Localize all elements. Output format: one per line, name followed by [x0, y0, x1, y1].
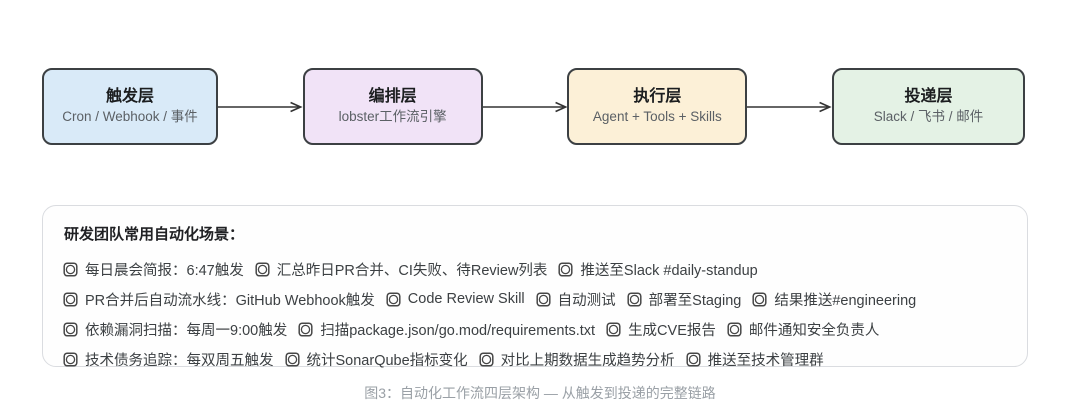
scenario-segment: 结果推送#engineering	[774, 292, 917, 309]
layer-title: 触发层	[105, 88, 154, 106]
bullet-box-circle-icon	[386, 291, 401, 307]
bullet-box-circle-icon	[63, 261, 78, 277]
scenario-segment: PR合并后自动流水线：GitHub Webhook触发	[85, 292, 375, 309]
scenario-segment: 统计SonarQube指标变化	[306, 352, 468, 369]
bullet-box-circle-icon	[752, 291, 767, 307]
right-arrow-icon	[218, 101, 303, 112]
scenario-segment: 扫描package.json/go.mod/requirements.txt	[320, 322, 596, 339]
architecture-flow: 触发层 Cron / Webhook / 事件 编排层 lobster工作流引擎…	[42, 68, 1026, 145]
layer-title: 投递层	[904, 88, 953, 106]
layer-subtitle: lobster工作流引擎	[338, 109, 447, 125]
flow-arrow	[482, 68, 568, 145]
right-arrow-icon	[482, 101, 568, 112]
scenario-panel: 研发团队常用自动化场景： 每日晨会简报：6:47触发 汇总昨日PR合并、CI失败、…	[42, 205, 1028, 369]
scenario-segment: 对比上期数据生成趋势分析	[500, 352, 675, 369]
scenario-segment: 自动测试	[557, 292, 616, 309]
bullet-box-circle-icon	[479, 351, 494, 367]
bullet-box-circle-icon	[558, 261, 573, 277]
scenario-segment: 每日晨会简报：6:47触发	[85, 262, 244, 279]
layer-box-trigger: 触发层 Cron / Webhook / 事件	[42, 68, 218, 145]
bullet-box-circle-icon	[63, 291, 78, 307]
scenario-segment: 汇总昨日PR合并、CI失败、待Review列表	[276, 262, 548, 279]
layer-box-delivery: 投递层 Slack / 飞书 / 邮件	[832, 68, 1026, 145]
scenario-segment: 邮件通知安全负责人	[748, 322, 880, 339]
scenario-row: 技术债务追踪：每双周五触发 统计SonarQube指标变化 对比上期数据生成趋势分析…	[63, 344, 1007, 374]
bullet-box-circle-icon	[284, 351, 300, 367]
bullet-box-circle-icon	[536, 291, 551, 307]
bullet-box-circle-icon	[63, 321, 78, 337]
scenario-row: 每日晨会简报：6:47触发 汇总昨日PR合并、CI失败、待Review列表 推送至S…	[63, 254, 1007, 284]
flow-arrow	[747, 68, 832, 145]
scenario-segment: 推送至Slack #daily-standup	[580, 262, 758, 279]
scenario-row-list: 每日晨会简报：6:47触发 汇总昨日PR合并、CI失败、待Review列表 推送至S…	[63, 254, 1007, 374]
bullet-box-circle-icon	[606, 321, 621, 337]
layer-title: 执行层	[633, 88, 682, 106]
scenario-segment: 生成CVE报告	[628, 322, 716, 339]
scenario-segment: Code Review Skill	[407, 291, 525, 307]
bullet-box-circle-icon	[627, 291, 642, 307]
scenario-segment: 技术债务追踪：每双周五触发	[85, 352, 274, 369]
layer-subtitle: Cron / Webhook / 事件	[62, 109, 198, 125]
right-arrow-icon	[747, 101, 832, 112]
scenario-segment: 依赖漏洞扫描：每周一9:00触发	[85, 322, 288, 339]
bullet-box-circle-icon	[686, 351, 701, 367]
scenario-row: 依赖漏洞扫描：每周一9:00触发 扫描package.json/go.mod/re…	[63, 314, 1007, 344]
flow-arrow	[218, 68, 303, 145]
scenario-segment: 推送至技术管理群	[707, 352, 824, 369]
layer-subtitle: Slack / 飞书 / 邮件	[873, 109, 984, 125]
bullet-box-circle-icon	[255, 261, 270, 277]
layer-box-execution: 执行层 Agent + Tools + Skills	[567, 68, 748, 145]
scenario-row: PR合并后自动流水线：GitHub Webhook触发 Code Review S…	[63, 284, 1007, 314]
layer-title: 编排层	[368, 88, 417, 106]
bullet-box-circle-icon	[63, 351, 78, 367]
bullet-box-circle-icon	[298, 321, 313, 337]
panel-heading: 研发团队常用自动化场景：	[64, 226, 245, 243]
bullet-box-circle-icon	[727, 321, 742, 337]
layer-subtitle: Agent + Tools + Skills	[592, 109, 722, 125]
figure-caption: 图3：自动化工作流四层架构 — 从触发到投递的完整链路	[364, 385, 716, 401]
scenario-segment: 部署至Staging	[648, 292, 742, 309]
layer-box-orchestration: 编排层 lobster工作流引擎	[302, 68, 483, 145]
